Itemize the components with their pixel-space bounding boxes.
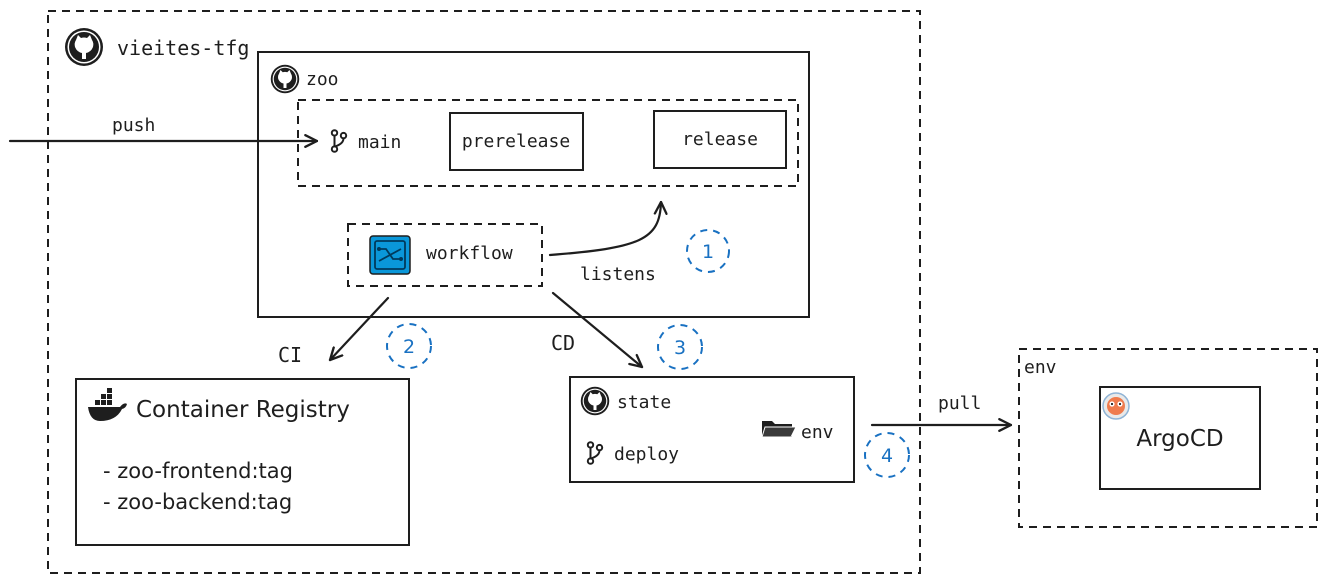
- state-repo-box: [569, 376, 855, 483]
- argocd-icon: [1102, 392, 1130, 420]
- branch-icon-deploy: [586, 441, 604, 465]
- step-number-1: 1: [702, 241, 714, 263]
- argocd-label: ArgoCD: [1136, 426, 1223, 452]
- step-circle-2: [386, 323, 432, 369]
- org-label: vieites-tfg: [117, 36, 249, 60]
- cd-label: CD: [551, 331, 575, 355]
- org-container: [47, 10, 921, 574]
- step-number-2: 2: [403, 336, 415, 358]
- step-number-3: 3: [674, 337, 686, 359]
- ci-arrow: [328, 296, 390, 362]
- state-github-icon: [580, 386, 610, 416]
- step-number-4: 4: [881, 445, 893, 467]
- registry-item-1: - zoo-frontend:tag: [103, 459, 293, 483]
- listens-arrow: [548, 200, 668, 257]
- state-branch-label: deploy: [614, 444, 679, 465]
- workflow-group: [347, 223, 543, 287]
- branch-prerelease-label: prerelease: [462, 131, 570, 152]
- branch-icon-main: [330, 129, 348, 153]
- registry-item-2: - zoo-backend:tag: [103, 490, 292, 514]
- zoo-github-icon: [270, 64, 300, 94]
- listens-label: listens: [580, 264, 656, 285]
- argocd-box: [1099, 386, 1261, 490]
- branch-prerelease-box: [449, 112, 584, 171]
- zoo-repo-box: [257, 51, 810, 318]
- state-label: state: [617, 392, 671, 413]
- branch-main-label: main: [358, 132, 401, 153]
- container-registry-box: [75, 378, 410, 546]
- state-folder-label: env: [801, 422, 834, 443]
- env-cluster-label: env: [1024, 357, 1057, 378]
- zoo-label: zoo: [306, 69, 339, 90]
- docker-icon: [88, 388, 127, 421]
- pull-label: pull: [938, 393, 981, 414]
- folder-icon: [761, 421, 797, 438]
- step-circle-1: [686, 229, 730, 273]
- cd-arrow: [551, 291, 644, 369]
- branch-release-label: release: [682, 129, 758, 150]
- workflow-icon: [369, 235, 411, 275]
- ci-label: CI: [278, 343, 302, 367]
- branch-release-box: [653, 110, 787, 169]
- org-github-icon: [65, 28, 103, 66]
- workflow-label: workflow: [426, 243, 513, 264]
- step-circle-4: [864, 432, 910, 478]
- registry-title: Container Registry: [136, 397, 350, 423]
- push-label: push: [112, 115, 155, 136]
- step-circle-3: [657, 324, 703, 370]
